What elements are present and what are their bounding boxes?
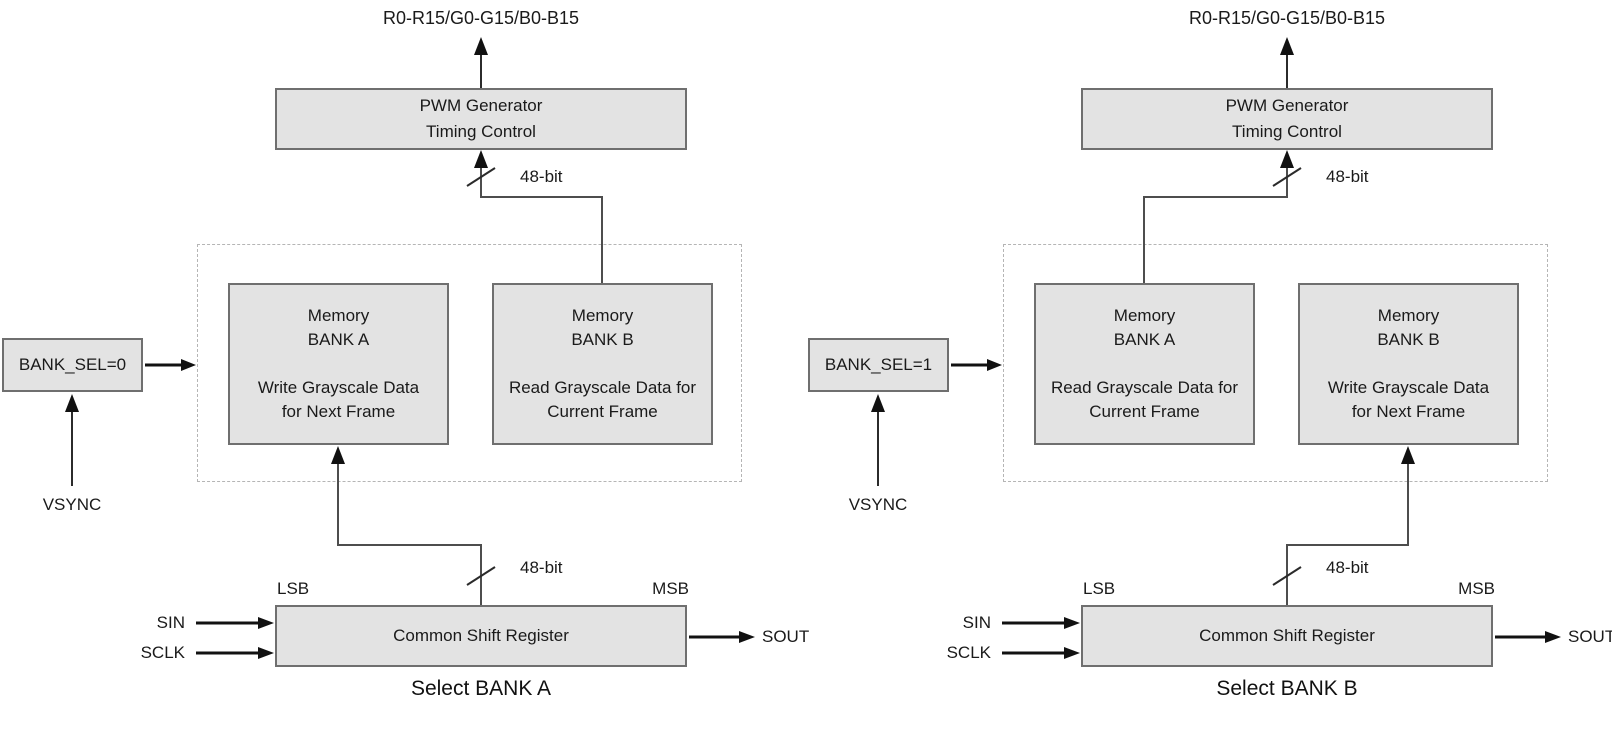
vsync-label: VSYNC bbox=[848, 495, 908, 514]
bank-b-title2: BANK B bbox=[1377, 330, 1440, 349]
pwm-feed-arrow-head bbox=[1280, 150, 1294, 168]
connector-wires bbox=[65, 37, 755, 659]
bank-b-desc2: Current Frame bbox=[547, 402, 658, 421]
bank-a-desc1: Write Grayscale Data bbox=[257, 378, 420, 397]
connector-wires bbox=[871, 37, 1561, 659]
bank-b-title2: BANK B bbox=[571, 330, 634, 349]
pwm-box-line2: Timing Control bbox=[1232, 122, 1342, 141]
bus-slash-lower bbox=[466, 566, 496, 586]
pwm-feed-wire bbox=[480, 153, 603, 284]
memory-bank-b-box: Memory BANK B Write Grayscale Data for N… bbox=[1298, 283, 1519, 445]
output-arrow-head bbox=[474, 37, 488, 55]
pwm-box-line1: PWM Generator bbox=[1225, 96, 1349, 115]
bank-sel-value: BANK_SEL=1 bbox=[824, 355, 933, 374]
bank-select-diagram-a: R0-R15/G0-G15/B0-B15 PWM Generator Timin… bbox=[2, 8, 810, 700]
sr-feed-wire bbox=[1286, 449, 1409, 605]
pwm-generator-box: PWM Generator Timing Control bbox=[1081, 88, 1493, 150]
memory-bank-a-box: Memory BANK A Write Grayscale Data for N… bbox=[228, 283, 449, 445]
msb-label: MSB bbox=[652, 579, 689, 598]
bus-slash-upper bbox=[1272, 167, 1302, 187]
bank-b-title1: Memory bbox=[1377, 306, 1440, 325]
bank-a-title1: Memory bbox=[307, 306, 370, 325]
sin-label: SIN bbox=[962, 613, 991, 632]
shift-register-label: Common Shift Register bbox=[393, 626, 569, 645]
vsync-arrow-head bbox=[871, 394, 885, 412]
bank-b-desc1: Read Grayscale Data for bbox=[508, 378, 697, 397]
common-shift-register-box: Common Shift Register bbox=[1081, 605, 1493, 667]
memory-bank-b-box: Memory BANK B Read Grayscale Data for Cu… bbox=[492, 283, 713, 445]
bank-a-desc1: Read Grayscale Data for bbox=[1050, 378, 1239, 397]
pwm-feed-wire bbox=[1143, 153, 1288, 284]
bank-sel-arrow-head bbox=[181, 359, 196, 371]
bus-width-label-lower: 48-bit bbox=[1326, 558, 1369, 577]
msb-label: MSB bbox=[1458, 579, 1495, 598]
bus-width-label-lower: 48-bit bbox=[520, 558, 563, 577]
lsb-label: LSB bbox=[1083, 579, 1116, 598]
sin-arrow-head bbox=[258, 617, 274, 629]
sr-feed-arrow-head bbox=[331, 446, 345, 464]
lsb-label: LSB bbox=[277, 579, 310, 598]
bank-a-title1: Memory bbox=[1113, 306, 1176, 325]
pwm-box-line1: PWM Generator bbox=[419, 96, 543, 115]
bank-sel-box: BANK_SEL=0 bbox=[2, 338, 143, 392]
vsync-label: VSYNC bbox=[42, 495, 102, 514]
bank-a-desc2: Current Frame bbox=[1089, 402, 1200, 421]
vsync-arrow-head bbox=[65, 394, 79, 412]
shift-register-label: Common Shift Register bbox=[1199, 626, 1375, 645]
pwm-feed-arrow-head bbox=[474, 150, 488, 168]
bank-a-desc2: for Next Frame bbox=[281, 402, 396, 421]
sout-label: SOUT bbox=[1568, 627, 1612, 646]
bank-sel-arrow-head bbox=[987, 359, 1002, 371]
sr-feed-wire bbox=[337, 449, 482, 605]
bank-b-desc1: Write Grayscale Data bbox=[1327, 378, 1490, 397]
memory-bank-a-box: Memory BANK A Read Grayscale Data for Cu… bbox=[1034, 283, 1255, 445]
common-shift-register-box: Common Shift Register bbox=[275, 605, 687, 667]
output-signals-label: R0-R15/G0-G15/B0-B15 bbox=[382, 8, 580, 28]
memory-banks-region bbox=[197, 244, 742, 482]
bus-slash-upper bbox=[466, 167, 496, 187]
sclk-arrow-head bbox=[1064, 647, 1080, 659]
output-arrow-head bbox=[1280, 37, 1294, 55]
sclk-arrow-head bbox=[258, 647, 274, 659]
bus-width-label-upper: 48-bit bbox=[1326, 167, 1369, 186]
sout-arrow-head bbox=[1545, 631, 1561, 643]
pwm-box-line2: Timing Control bbox=[426, 122, 536, 141]
sclk-label: SCLK bbox=[946, 643, 991, 662]
sout-arrow-head bbox=[739, 631, 755, 643]
diagram-caption: Select BANK B bbox=[1216, 677, 1358, 700]
bus-slash-lower bbox=[1272, 566, 1302, 586]
output-signals-label: R0-R15/G0-G15/B0-B15 bbox=[1188, 8, 1386, 28]
sin-label: SIN bbox=[156, 613, 185, 632]
diagram-caption: Select BANK A bbox=[410, 677, 552, 700]
sclk-label: SCLK bbox=[140, 643, 185, 662]
sout-label: SOUT bbox=[762, 627, 810, 646]
bank-sel-box: BANK_SEL=1 bbox=[808, 338, 949, 392]
bank-a-title2: BANK A bbox=[307, 330, 370, 349]
bank-b-desc2: for Next Frame bbox=[1351, 402, 1466, 421]
memory-banks-region bbox=[1003, 244, 1548, 482]
bus-width-label-upper: 48-bit bbox=[520, 167, 563, 186]
bank-b-title1: Memory bbox=[571, 306, 634, 325]
sin-arrow-head bbox=[1064, 617, 1080, 629]
pwm-generator-box: PWM Generator Timing Control bbox=[275, 88, 687, 150]
bank-sel-value: BANK_SEL=0 bbox=[18, 355, 127, 374]
bank-a-title2: BANK A bbox=[1113, 330, 1176, 349]
sr-feed-arrow-head bbox=[1401, 446, 1415, 464]
bank-select-diagram-b: R0-R15/G0-G15/B0-B15 PWM Generator Timin… bbox=[806, 0, 1612, 738]
